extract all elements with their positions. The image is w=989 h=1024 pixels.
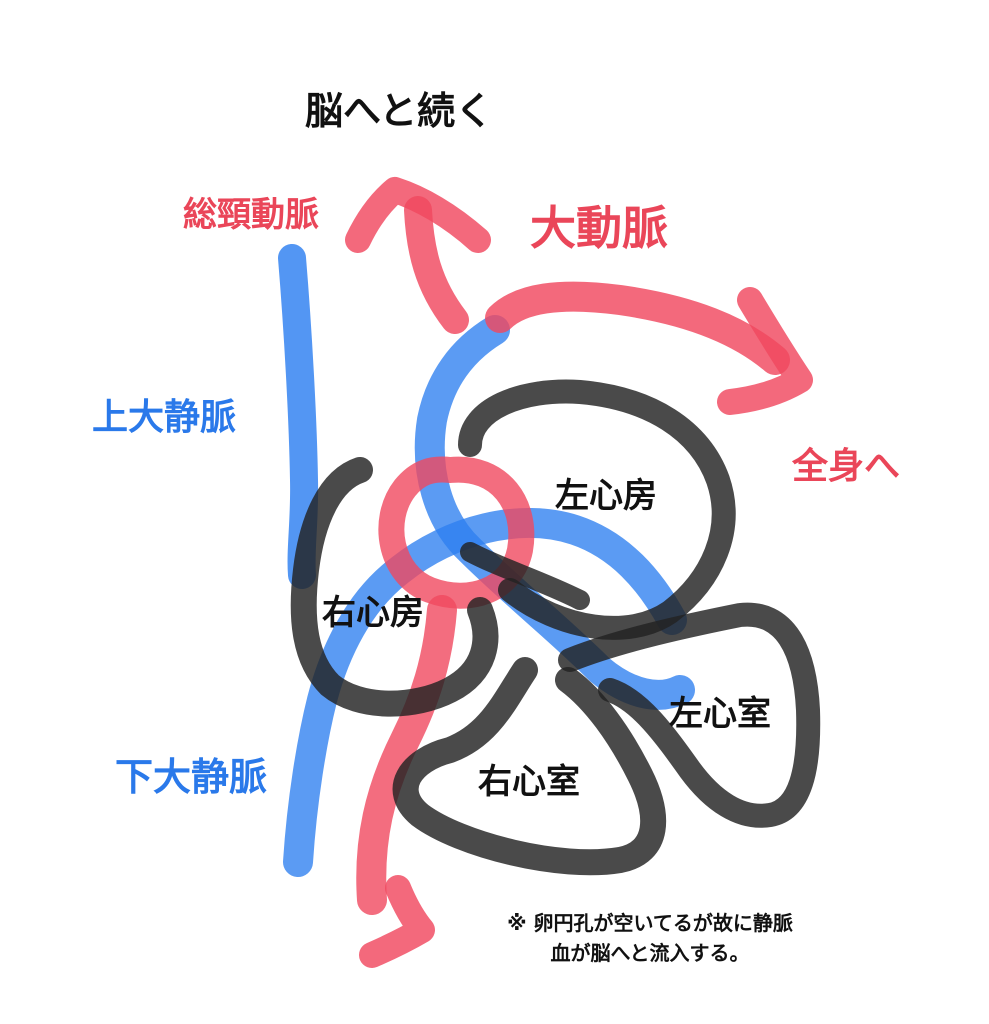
foramen-ovale-loop [378, 456, 535, 609]
left-atrium-label: 左心房 [555, 476, 657, 516]
right-ventricle-outline [392, 657, 667, 876]
descending-artery [356, 595, 457, 915]
septum-connector [460, 542, 590, 610]
note-line-1: ※ 卵円孔が空いてるが故に静脈 [507, 911, 793, 935]
carotid-arrowhead [345, 177, 491, 253]
note-line-2: 血が脳へと流入する。 [550, 941, 750, 965]
descending-arrowhead [359, 875, 435, 968]
left-atrium-outline [458, 379, 736, 640]
to-brain-label: 脳へと続く [305, 89, 494, 133]
ivc-label: 下大静脈 [115, 755, 268, 799]
right-atrium-label: 右心房 [322, 593, 424, 633]
aorta-vessel [485, 281, 790, 375]
common-carotid-label: 総頸動脈 [183, 195, 319, 235]
svc-label: 上大静脈 [92, 397, 237, 438]
right-atrium-outline [290, 457, 499, 717]
left-ventricle-outline [558, 602, 821, 828]
left-ventricle-label: 左心室 [669, 694, 771, 734]
aorta-label: 大動脈 [530, 201, 668, 255]
aorta-arrowhead [717, 287, 813, 415]
whole-body-label: 全身へ [792, 446, 901, 487]
foramen-ovale-note: ※ 卵円孔が空いてるが故に静脈 血が脳へと流入する。 [460, 908, 840, 968]
carotid-vessel [404, 196, 469, 334]
right-ventricle-label: 右心室 [478, 762, 580, 802]
